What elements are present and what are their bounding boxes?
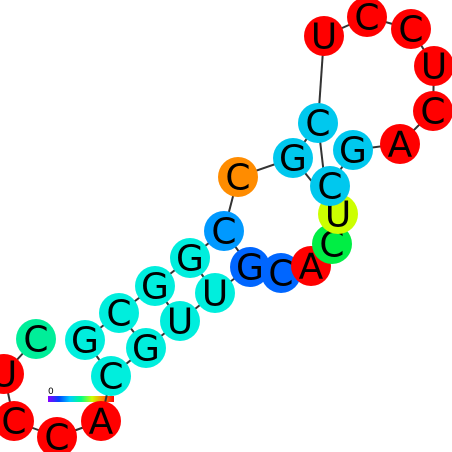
nucleotide: G (170, 238, 210, 280)
nucleotide: C (310, 166, 350, 208)
nucleotide-letter: G (141, 267, 169, 308)
nucleotide-letter: C (44, 418, 69, 452)
nucleotide-circle (273, 138, 313, 178)
nucleotide: U (195, 273, 235, 315)
nucleotide: U (160, 301, 200, 343)
nucleotide-letter: G (279, 139, 307, 180)
nucleotide-letter: G (71, 321, 99, 362)
nucleotide-letter: U (167, 302, 193, 343)
nucleotide: G (333, 130, 373, 172)
nucleotide-letter: C (268, 254, 293, 295)
nucleotide: G (126, 328, 166, 370)
nucleotide-circle (37, 417, 77, 452)
nucleotide-circle (304, 16, 344, 56)
nucleotide-circle (65, 320, 105, 360)
nucleotide-circle (126, 328, 166, 368)
nucleotide-letter: U (0, 355, 17, 396)
nucleotide-circle (16, 319, 56, 359)
nucleotide-circle (204, 211, 244, 251)
nucleotide-letter: C (317, 167, 342, 208)
nucleotide-circle (380, 124, 420, 164)
nucleotide-circle (195, 273, 235, 313)
nucleotide-letter: G (176, 239, 204, 280)
nucleotide-letter: C (106, 294, 131, 335)
nucleotide: C (391, 9, 431, 51)
nucleotide-letter: A (388, 125, 413, 166)
color-scale-legend: 0 (48, 387, 114, 402)
nucleotide-letter: U (202, 274, 228, 315)
color-scale-min-label: 0 (48, 387, 54, 397)
nucleotide: C (0, 401, 34, 443)
nucleotide-letter: U (311, 17, 337, 58)
nucleotide: A (81, 401, 121, 443)
nucleotide-letter: C (211, 212, 236, 253)
nucleotide-letter: G (132, 329, 160, 370)
nucleotide-circle (312, 224, 352, 264)
nucleotide-letter: C (23, 320, 48, 361)
color-scale-bar (48, 396, 114, 402)
nucleotide-letter: G (339, 131, 367, 172)
nucleotide: C (218, 157, 258, 199)
nucleotide: C (99, 293, 139, 335)
nucleotide: U (0, 354, 24, 396)
nucleotide-circle (91, 356, 131, 396)
nucleotide-letter: C (305, 104, 330, 145)
nucleotide: U (304, 16, 344, 58)
nucleotide: G (65, 320, 105, 362)
nucleotide-circle (391, 9, 431, 49)
nucleotide-circle (261, 253, 301, 293)
nucleotide-circle (414, 46, 452, 86)
nucleotide-letter: G (236, 248, 264, 289)
nucleotide: C (261, 253, 301, 295)
nucleotide-letter: C (420, 92, 445, 133)
nucleotide-circle (310, 166, 350, 206)
nucleotide-letter: A (89, 402, 114, 443)
nucleotide-circle (81, 401, 121, 441)
nucleotide-circle (0, 401, 34, 441)
nucleotide-circle (0, 354, 24, 394)
nucleotide-letter: C (354, 0, 379, 39)
nucleotide-circle (170, 238, 210, 278)
nucleotide-letter: C (225, 158, 250, 199)
nucleotide: G (273, 138, 313, 180)
nucleotide: C (37, 417, 77, 452)
nucleotide: U (414, 46, 452, 88)
nucleotide-circle (333, 130, 373, 170)
nucleotide-circle (413, 91, 452, 131)
nucleotide: C (312, 224, 352, 266)
nucleotide-letter: U (421, 47, 447, 88)
nucleotide-circle (230, 247, 270, 287)
nucleotide: G (135, 266, 175, 308)
nucleotide-circle (160, 301, 200, 341)
nucleotide: C (413, 91, 452, 133)
nucleotide-letter: C (98, 357, 123, 398)
nucleotide-circle (218, 157, 258, 197)
nucleotide: G (230, 247, 270, 289)
nucleotide-circle (347, 0, 387, 37)
nucleotide-letter: C (398, 10, 423, 51)
nucleotide: C (204, 211, 244, 253)
nucleotide-letter: C (1, 402, 26, 443)
nucleotide: C (347, 0, 387, 39)
nucleotide: C (91, 356, 131, 398)
nucleotide: A (380, 124, 420, 166)
nucleotide: C (16, 319, 56, 361)
nucleotide-circle (298, 103, 338, 143)
nucleotide-circle (99, 293, 139, 333)
nucleotide-circle (135, 266, 175, 306)
nucleotide: C (298, 103, 338, 145)
